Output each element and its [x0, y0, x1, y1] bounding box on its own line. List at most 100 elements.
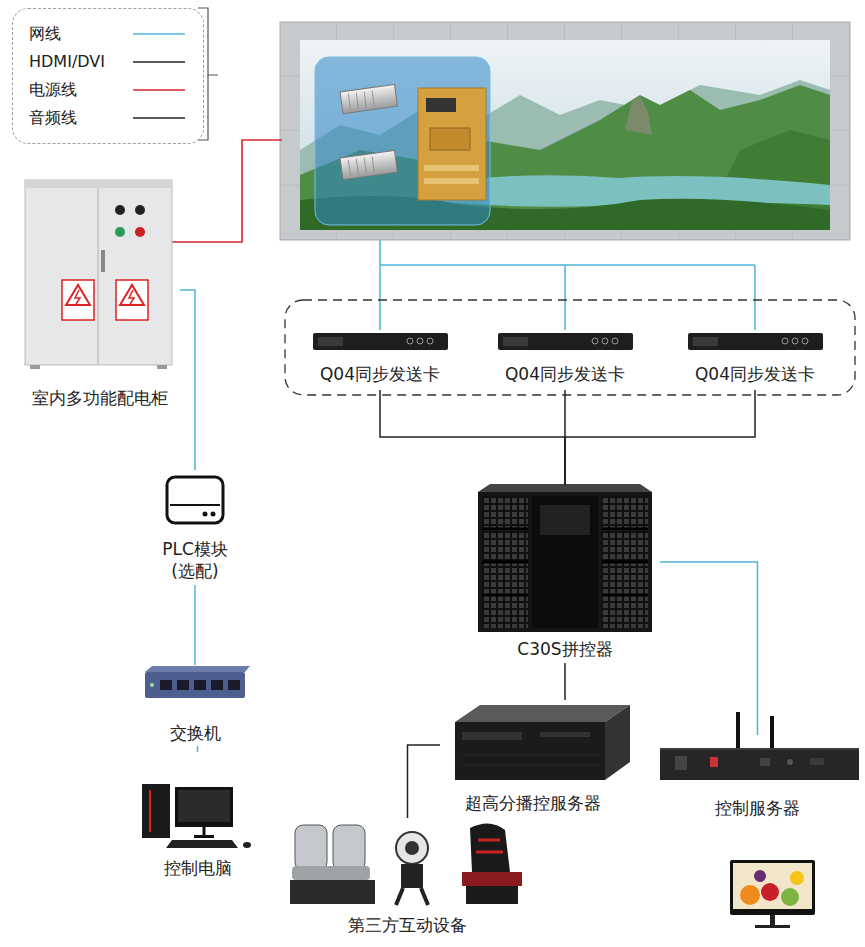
network-wire-part	[380, 240, 755, 330]
legend-line-sample	[129, 106, 187, 130]
led-screen-part	[348, 91, 374, 110]
led-screen-part	[340, 150, 398, 179]
computer-figure-part	[175, 787, 233, 827]
control-server-figure-part	[710, 757, 718, 767]
legend-row: HDMI/DVI	[29, 50, 194, 74]
switch-figure-part	[145, 672, 245, 698]
led-screen-part	[280, 22, 850, 240]
sending-card-figure-part	[318, 337, 343, 346]
media-server-node: 超高分播控服务器	[440, 700, 625, 816]
plc-figure-part	[170, 504, 220, 506]
sending-card-figure-part	[602, 338, 608, 344]
network-wire	[380, 240, 755, 330]
legend-label: 网线	[29, 24, 61, 43]
controller-figure	[478, 484, 652, 632]
cabinet-figure-part	[101, 250, 105, 272]
legend-row: 电源线	[29, 78, 194, 102]
control-server-figure-part	[770, 716, 774, 748]
monitor-figure-part	[761, 883, 779, 901]
connector-line	[408, 745, 441, 818]
sending-card-node: Q04同步发送卡	[480, 330, 650, 390]
cabinet-figure-part	[30, 365, 40, 369]
sending-card-figure-part	[592, 338, 598, 344]
monitor-figure-part	[770, 915, 775, 925]
plc-figure-part	[167, 477, 223, 523]
connector-line	[380, 390, 565, 485]
cabinet-figure-part	[115, 205, 125, 215]
switch-figure	[145, 666, 250, 698]
interactive-device-figure-part	[405, 841, 419, 855]
controller-figure-part	[532, 496, 598, 628]
legend-row: 音频线	[29, 106, 194, 130]
interactive-device-figure-part	[466, 886, 518, 904]
plc-figure-part	[211, 512, 216, 517]
control-server-figure-part	[736, 712, 740, 748]
cabinet-figure-part	[66, 285, 90, 305]
interactive-device-figure	[290, 823, 522, 905]
led-screen-part	[424, 178, 479, 184]
interactive-device-figure-part	[462, 872, 522, 886]
media-server-figure-part	[605, 705, 630, 780]
legend-row: 网线	[29, 22, 194, 46]
cabinet-figure	[25, 180, 172, 369]
monitor-figure-part	[755, 925, 790, 928]
media-server-figure-part	[462, 755, 598, 765]
led-screen-part	[340, 84, 398, 113]
node-label: 第三方互动设备	[348, 914, 467, 936]
switch-figure-part	[160, 680, 172, 690]
led-screen-part	[348, 157, 374, 176]
controller-node: C30S拼控器	[470, 485, 660, 663]
control-server-figure-part	[660, 749, 859, 750]
led-screen-part	[340, 84, 398, 113]
led-screen-part	[300, 40, 830, 230]
interactive-device-figure-part	[292, 866, 370, 880]
sending-card-figure-part	[498, 333, 633, 350]
switch-figure-part	[211, 680, 223, 690]
media-server-figure-part	[540, 732, 590, 737]
sending-card-figure-part	[688, 333, 823, 350]
switch-figure-part	[150, 683, 154, 687]
monitor-figure-part	[781, 888, 799, 906]
computer-figure-part	[178, 790, 230, 822]
plc-node: PLC模块 (选配)	[149, 470, 241, 585]
node-label: 控制电脑	[164, 857, 232, 879]
monitor-figure-part	[754, 870, 766, 882]
legend-line-sample	[129, 50, 187, 74]
cabinet-figure-part	[115, 227, 125, 237]
legend-line	[133, 117, 185, 119]
sending-card-figure-part	[693, 337, 718, 346]
cabinet-figure-part	[157, 365, 167, 369]
control-server-figure-part	[760, 758, 770, 766]
interactive-device-figure-part	[333, 825, 365, 870]
media-server-figure-part	[455, 705, 630, 722]
node-label: 交换机	[170, 722, 221, 744]
sending-card-figure-part	[802, 338, 808, 344]
interactive-device-figure-part	[476, 840, 503, 852]
interactive-device-figure-part	[401, 864, 423, 888]
switch-figure-part	[194, 680, 206, 690]
sending-card-figure-part	[313, 333, 448, 350]
computer-figure-part	[149, 790, 151, 832]
switch-figure-part	[228, 680, 240, 690]
sending-card-node: Q04同步发送卡	[295, 330, 465, 390]
cabinet-figure-part	[129, 290, 134, 304]
connector-line	[180, 290, 195, 470]
legend-line	[133, 89, 185, 91]
sending-card-figure-part	[417, 338, 423, 344]
plc-figure-part	[203, 512, 208, 517]
computer-figure-part	[243, 842, 251, 848]
led-screen-part	[315, 57, 490, 225]
sending-card-figure	[313, 333, 823, 350]
connector-line	[565, 390, 755, 485]
interactive-device-figure-part	[470, 823, 510, 872]
cabinet-figure-part	[75, 290, 80, 304]
legend-label: 音频线	[29, 108, 77, 127]
computer-figure-part	[166, 840, 238, 848]
legend-line	[133, 33, 185, 35]
connector-line	[564, 663, 566, 700]
computer-node: 控制电脑	[125, 752, 270, 882]
control-server-node: 控制服务器	[655, 735, 860, 821]
monitor-figure-part	[730, 860, 815, 915]
media-server-figure	[455, 705, 630, 780]
monitor-figure-part	[790, 871, 804, 885]
